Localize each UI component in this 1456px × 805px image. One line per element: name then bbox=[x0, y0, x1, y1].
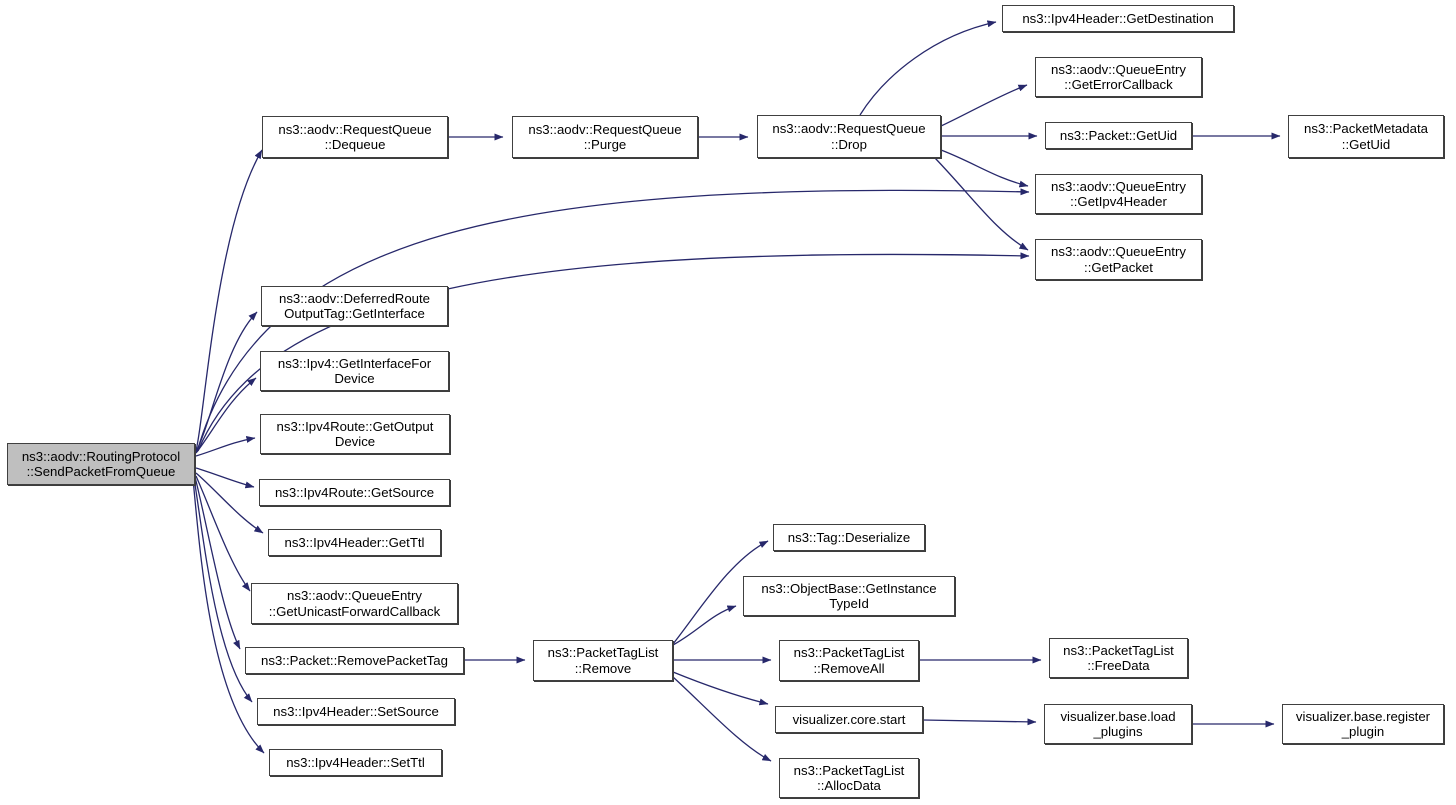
node-drop[interactable]: ns3::aodv::RequestQueue ::Drop bbox=[757, 115, 941, 158]
node-dequeue[interactable]: ns3::aodv::RequestQueue ::Dequeue bbox=[262, 116, 448, 158]
node-unicastfwd[interactable]: ns3::aodv::QueueEntry ::GetUnicastForwar… bbox=[251, 583, 458, 624]
node-root[interactable]: ns3::aodv::RoutingProtocol ::SendPacketF… bbox=[7, 443, 195, 485]
node-getinterfacefor[interactable]: ns3::Ipv4::GetInterfaceFor Device bbox=[260, 351, 449, 391]
node-tagdeserialize[interactable]: ns3::Tag::Deserialize bbox=[773, 524, 925, 551]
node-metadatagetuid[interactable]: ns3::PacketMetadata ::GetUid bbox=[1288, 115, 1444, 158]
node-getoutputdevice[interactable]: ns3::Ipv4Route::GetOutput Device bbox=[260, 414, 450, 454]
node-getttl[interactable]: ns3::Ipv4Header::GetTtl bbox=[268, 529, 441, 556]
node-setsource[interactable]: ns3::Ipv4Header::SetSource bbox=[257, 698, 455, 725]
node-getinstancetype[interactable]: ns3::ObjectBase::GetInstance TypeId bbox=[743, 576, 955, 616]
edge-root-to-setsource bbox=[193, 477, 253, 703]
node-loadplugins[interactable]: visualizer.base.load _plugins bbox=[1044, 704, 1192, 744]
node-corestart[interactable]: visualizer.core.start bbox=[775, 706, 923, 733]
node-ptlremove[interactable]: ns3::PacketTagList ::Remove bbox=[533, 640, 673, 681]
node-freedata[interactable]: ns3::PacketTagList ::FreeData bbox=[1049, 638, 1188, 678]
node-removepackettag[interactable]: ns3::Packet::RemovePacketTag bbox=[245, 647, 464, 674]
edge-root-to-getoutputdevice bbox=[195, 436, 256, 457]
node-getdestination[interactable]: ns3::Ipv4Header::GetDestination bbox=[1002, 5, 1234, 32]
node-getpacket[interactable]: ns3::aodv::QueueEntry ::GetPacket bbox=[1035, 239, 1202, 280]
edge-corestart-to-loadplugins bbox=[922, 718, 1037, 726]
edge-drop-to-getdestination bbox=[859, 20, 997, 116]
edge-ptlremove-to-corestart bbox=[672, 671, 769, 706]
node-setttl[interactable]: ns3::Ipv4Header::SetTtl bbox=[269, 749, 442, 776]
node-removeall[interactable]: ns3::PacketTagList ::RemoveAll bbox=[779, 640, 919, 681]
node-purge[interactable]: ns3::aodv::RequestQueue ::Purge bbox=[512, 116, 698, 158]
node-getsourceroute[interactable]: ns3::Ipv4Route::GetSource bbox=[259, 479, 450, 506]
edge-drop-to-getpacket bbox=[934, 157, 1029, 251]
node-registerplugin[interactable]: visualizer.base.register _plugin bbox=[1282, 704, 1444, 744]
edge-drop-to-geterrorcb bbox=[940, 84, 1028, 127]
edge-root-to-unicastfwd bbox=[195, 475, 251, 592]
edge-root-to-deferredroute bbox=[195, 311, 258, 453]
edge-root-to-removepackettag bbox=[194, 476, 241, 650]
edge-root-to-getttl bbox=[195, 472, 264, 534]
edge-root-to-getsourceroute bbox=[195, 467, 255, 489]
node-getipv4header[interactable]: ns3::aodv::QueueEntry ::GetIpv4Header bbox=[1035, 174, 1202, 214]
edge-root-to-dequeue bbox=[194, 149, 263, 456]
node-geterrorcb[interactable]: ns3::aodv::QueueEntry ::GetErrorCallback bbox=[1035, 57, 1202, 97]
node-packetgetuid[interactable]: ns3::Packet::GetUid bbox=[1045, 122, 1192, 149]
node-allocdata[interactable]: ns3::PacketTagList ::AllocData bbox=[779, 758, 919, 798]
edge-ptlremove-to-getinstancetype bbox=[672, 605, 737, 646]
node-deferredroute[interactable]: ns3::aodv::DeferredRoute OutputTag::GetI… bbox=[261, 286, 448, 326]
edge-ptlremove-to-allocdata bbox=[672, 676, 772, 762]
edge-drop-to-getipv4header bbox=[940, 149, 1029, 188]
edge-root-to-getinterfacefor bbox=[195, 377, 257, 454]
